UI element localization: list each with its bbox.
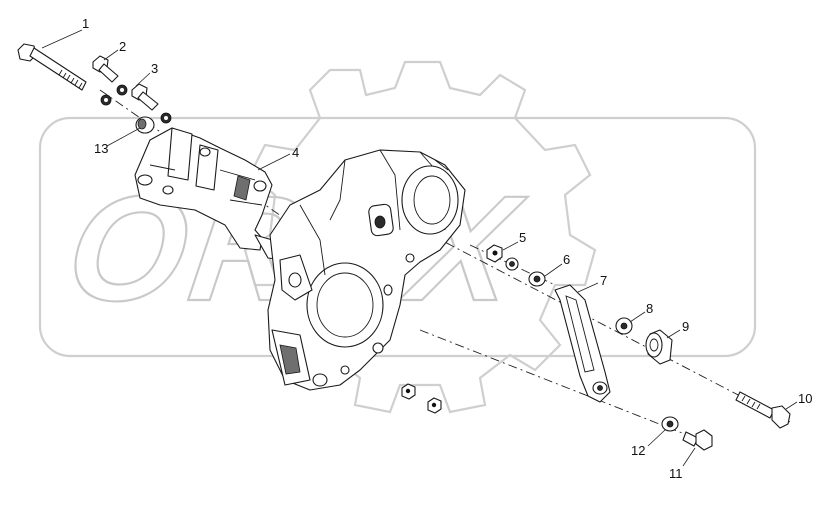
callout-13: 13: [94, 141, 108, 156]
callout-2: 2: [119, 39, 126, 54]
callout-7: 7: [600, 273, 607, 288]
callout-3: 3: [151, 61, 158, 76]
washer-6: [528, 271, 546, 287]
callout-5: 5: [519, 230, 526, 245]
washer-8: [615, 317, 633, 335]
watermark-band: [38, 116, 757, 358]
spacer-13: [135, 112, 172, 134]
bolt-short-3: [116, 83, 159, 111]
nut-lower-right: [427, 397, 442, 414]
timing-cover-housing: [267, 149, 466, 391]
leader-lines: [41, 29, 798, 467]
callout-1: 1: [82, 16, 89, 31]
washer-12: [661, 416, 679, 432]
callout-9: 9: [682, 319, 689, 334]
callout-6: 6: [563, 252, 570, 267]
bushing-9: [645, 329, 673, 365]
strap-bracket: [554, 284, 611, 403]
bolt-10: [735, 391, 791, 429]
bolt-long: [17, 43, 87, 91]
bolt-short-2: [92, 55, 119, 106]
nut-5: [486, 244, 503, 263]
callout-11: 11: [669, 466, 683, 481]
callout-8: 8: [646, 301, 653, 316]
washer-5b: [505, 257, 519, 271]
callout-4: 4: [292, 145, 299, 160]
bolt-11: [682, 429, 713, 451]
nut-lower-left: [401, 383, 416, 400]
callout-12: 12: [631, 443, 645, 458]
callout-10: 10: [798, 391, 812, 406]
